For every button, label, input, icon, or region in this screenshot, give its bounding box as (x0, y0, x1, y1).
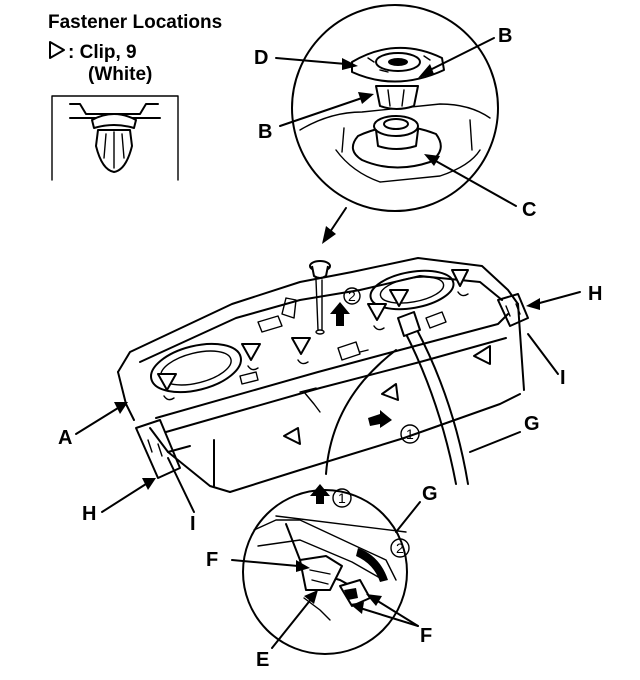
step-one-arrow: 1 (368, 410, 420, 444)
step-two-label-top: 2 (348, 288, 356, 304)
rear-shelf-panel (117, 257, 529, 493)
clip-marker-7 (473, 345, 491, 365)
step-one-label-bottom: 1 (338, 490, 346, 506)
clip-inset (51, 95, 179, 181)
clip-marker-5 (389, 289, 409, 307)
detail-leader-arc (325, 349, 397, 475)
label-e: E (256, 649, 269, 671)
clip-marker-8 (381, 383, 399, 401)
label-i-left: I (190, 513, 196, 535)
seat-belt (397, 311, 469, 485)
step-one-label-mid: 1 (406, 426, 414, 442)
detail-circle-top (291, 4, 499, 212)
legend-color-text: (White) (88, 64, 152, 85)
label-a: A (58, 427, 72, 449)
step-two-label-bottom: 2 (396, 540, 404, 556)
label-d: D (254, 47, 268, 69)
clip-marker-4 (367, 303, 387, 321)
legend-clip-text: : Clip, 9 (68, 42, 137, 63)
label-h-right: H (588, 283, 602, 305)
label-g-bottom: G (422, 483, 438, 505)
legend: : Clip, 9 (White) (49, 41, 152, 85)
diagram-title: Fastener Locations (48, 12, 222, 33)
label-g-right: G (524, 413, 540, 435)
clip-marker-2 (241, 343, 261, 361)
label-b-left: B (258, 121, 272, 143)
label-b-top: B (498, 25, 512, 47)
label-h-left: H (82, 503, 96, 525)
clip-marker-3 (291, 337, 311, 355)
label-f-right: F (420, 625, 432, 647)
clip-marker-1 (157, 373, 177, 391)
step-two-arrow: 2 (330, 287, 361, 326)
removed-clip (309, 260, 331, 335)
label-i-right: I (560, 367, 566, 389)
callout-labels: D B B C A H I H I G G F F E (58, 25, 602, 671)
label-f-left: F (206, 549, 218, 571)
clip-marker-9 (283, 427, 301, 445)
clip-markers (157, 269, 491, 445)
leaders (75, 37, 581, 649)
detail-circle-bottom: 2 1 (242, 484, 410, 655)
triangle-outline-icon (49, 41, 65, 59)
clip-marker-6 (451, 269, 469, 287)
label-c: C (522, 199, 536, 221)
